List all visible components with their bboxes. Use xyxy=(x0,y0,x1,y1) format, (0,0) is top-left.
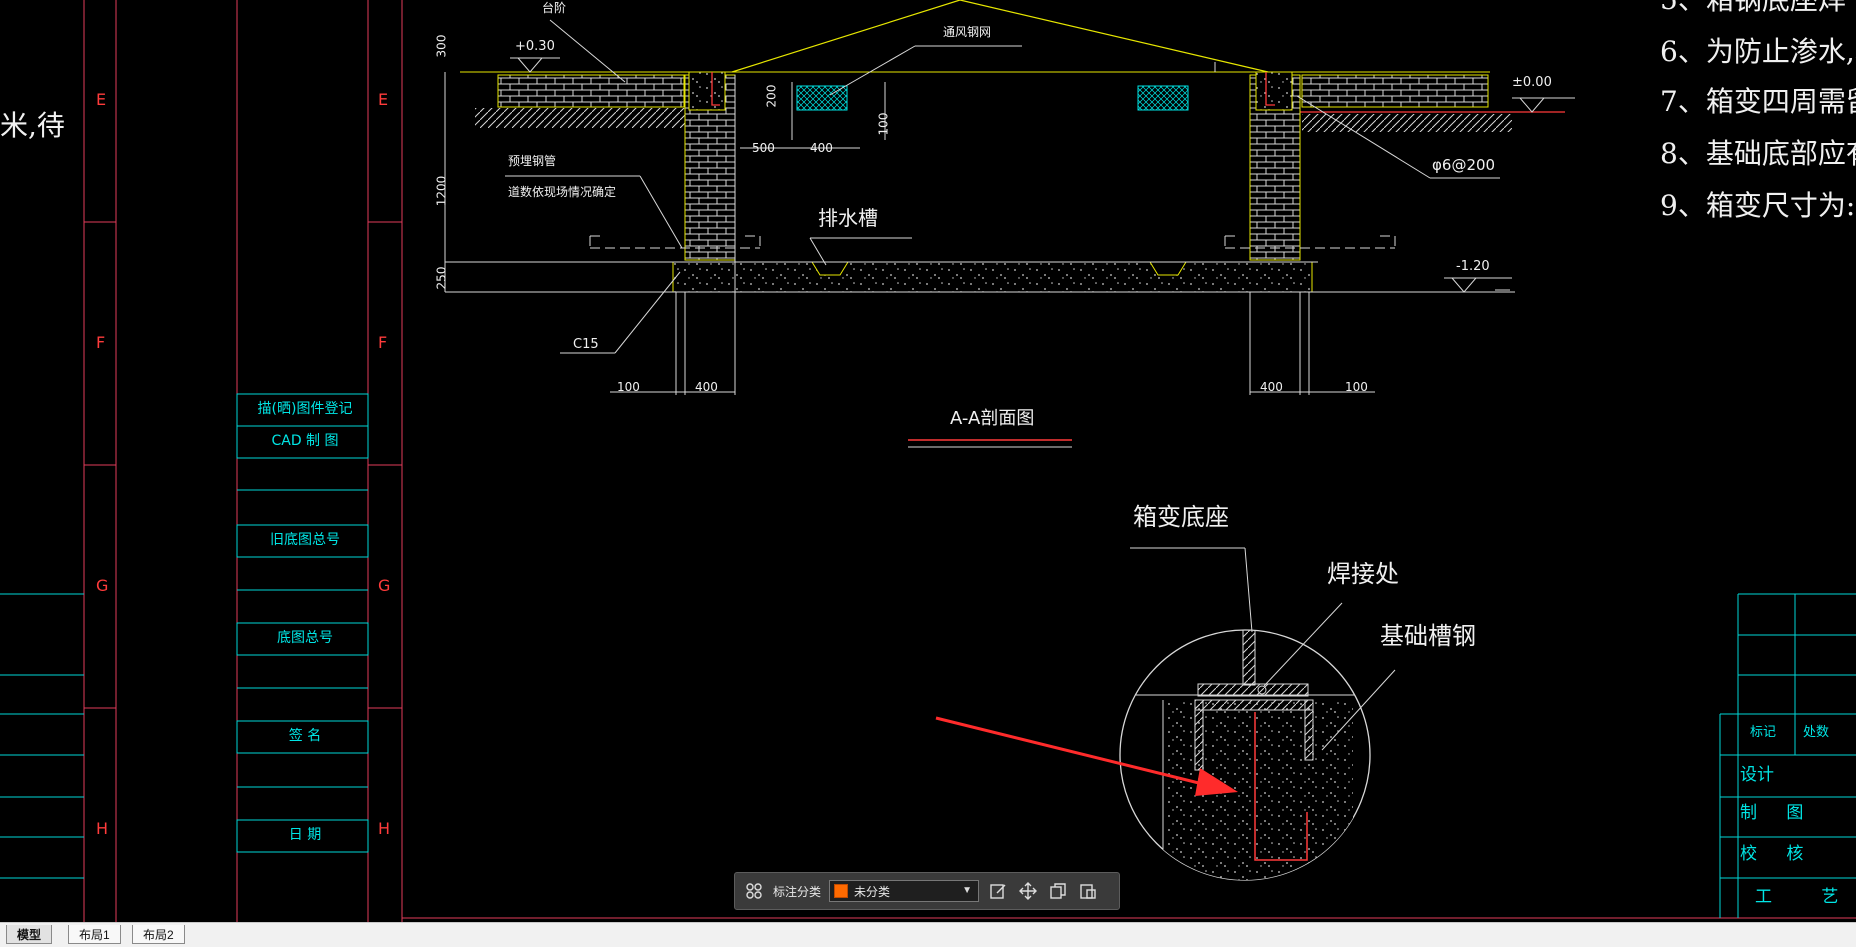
drawing-svg xyxy=(0,0,1856,922)
tb-mark: 标记 xyxy=(1750,725,1777,740)
label-drain: 排水槽 xyxy=(818,206,878,230)
grid-letter-g-2: G xyxy=(378,576,391,595)
label-vent: 通风钢网 xyxy=(943,25,992,39)
chevron-down-icon: ▼ xyxy=(962,885,973,896)
tb-process: 工 艺 xyxy=(1755,887,1856,907)
category-color-swatch xyxy=(834,884,849,898)
panel-cell-base-no: 底图总号 xyxy=(277,630,333,646)
paste-icon[interactable] xyxy=(1077,880,1099,902)
tab-layout-1[interactable]: 布局1 xyxy=(68,925,121,944)
label-m120: -1.20 xyxy=(1456,259,1490,274)
grid-icon[interactable] xyxy=(743,880,765,902)
tb-draw: 制 图 xyxy=(1740,803,1816,823)
detail-label-channel: 基础槽钢 xyxy=(1380,622,1476,650)
dim-100-left: 100 xyxy=(617,380,640,394)
panel-cell-register: 描(晒)图件登记 xyxy=(257,401,353,417)
dim-400-left: 400 xyxy=(695,380,718,394)
grid-letter-f: F xyxy=(96,333,106,352)
dim-500: 500 xyxy=(752,141,775,155)
detail-label-base: 箱变底座 xyxy=(1133,503,1229,531)
tb-count: 处数 xyxy=(1803,725,1830,740)
detail-label-weld: 焊接处 xyxy=(1327,560,1399,588)
annotation-category-select[interactable]: 未分类 ▼ xyxy=(829,880,980,902)
grid-letter-e-2: E xyxy=(378,90,389,109)
left-panel-cells xyxy=(236,393,369,853)
panel-cell-date: 日 期 xyxy=(288,827,322,843)
dim-300: 300 xyxy=(434,34,449,58)
panel-cell-sign: 签 名 xyxy=(288,728,322,744)
copy-icon[interactable] xyxy=(1047,880,1069,902)
note-8: 8、基础底部应有 xyxy=(1660,137,1856,170)
label-rebar: φ6@200 xyxy=(1432,156,1496,174)
dim-400-right: 400 xyxy=(1260,380,1283,394)
section-title: A-A剖面图 xyxy=(950,408,1035,429)
side-note-fragment: 米,待 xyxy=(0,109,65,142)
red-arrow-annotation xyxy=(935,716,1238,796)
note-7: 7、箱变四周需留 xyxy=(1660,85,1856,118)
dim-100-right: 100 xyxy=(1345,380,1368,394)
move-icon[interactable] xyxy=(1017,880,1039,902)
tb-design: 设计 xyxy=(1740,765,1774,785)
title-block-lines xyxy=(1719,593,1856,918)
grid-letter-f-2: F xyxy=(378,333,388,352)
dim-400-top: 400 xyxy=(810,141,833,155)
dim-100-vertical: 100 xyxy=(876,112,891,136)
note-9: 9、箱变尺寸为:6 xyxy=(1660,189,1856,222)
label-pipe-2: 道数依现场情况确定 xyxy=(508,185,617,199)
annotation-category-label: 标注分类 xyxy=(773,884,822,899)
section-aa xyxy=(444,0,1575,448)
left-frame xyxy=(83,0,1856,922)
note-5: 5、箱钢底座焊 xyxy=(1660,0,1846,14)
dim-200: 200 xyxy=(764,84,779,108)
grid-letter-h: H xyxy=(96,819,109,838)
tab-layout-2[interactable]: 布局2 xyxy=(132,925,185,944)
edit-icon[interactable] xyxy=(987,880,1009,902)
label-pipe-1: 预埋钢管 xyxy=(508,154,557,168)
grid-letter-g: G xyxy=(96,576,109,595)
label-c15: C15 xyxy=(573,337,599,352)
tb-check: 校 核 xyxy=(1740,844,1816,864)
annotation-toolbar: 标注分类 未分类 ▼ xyxy=(734,872,1120,910)
panel-cell-cad: CAD 制 图 xyxy=(271,433,339,449)
label-step: 台阶 xyxy=(542,1,567,15)
dim-1200: 1200 xyxy=(434,175,449,207)
label-pm000: ±0.00 xyxy=(1512,75,1552,90)
dim-250: 250 xyxy=(434,266,449,290)
note-6: 6、为防止渗水,基 xyxy=(1660,35,1856,68)
left-cyan-table xyxy=(0,593,84,879)
grid-letter-h-2: H xyxy=(378,819,391,838)
layout-tab-bar: 模型 布局1 布局2 xyxy=(0,922,1856,947)
tab-model[interactable]: 模型 xyxy=(6,925,53,944)
annotation-category-value: 未分类 xyxy=(854,884,891,899)
drawing-canvas[interactable]: E F G H E F G H 米,待 描(晒)图件登记 CAD 制 图 旧底图… xyxy=(0,0,1856,922)
panel-cell-old-no: 旧底图总号 xyxy=(270,532,340,548)
label-plus030: +0.30 xyxy=(515,39,555,54)
grid-letter-e: E xyxy=(96,90,107,109)
detail-circle xyxy=(1119,547,1396,881)
